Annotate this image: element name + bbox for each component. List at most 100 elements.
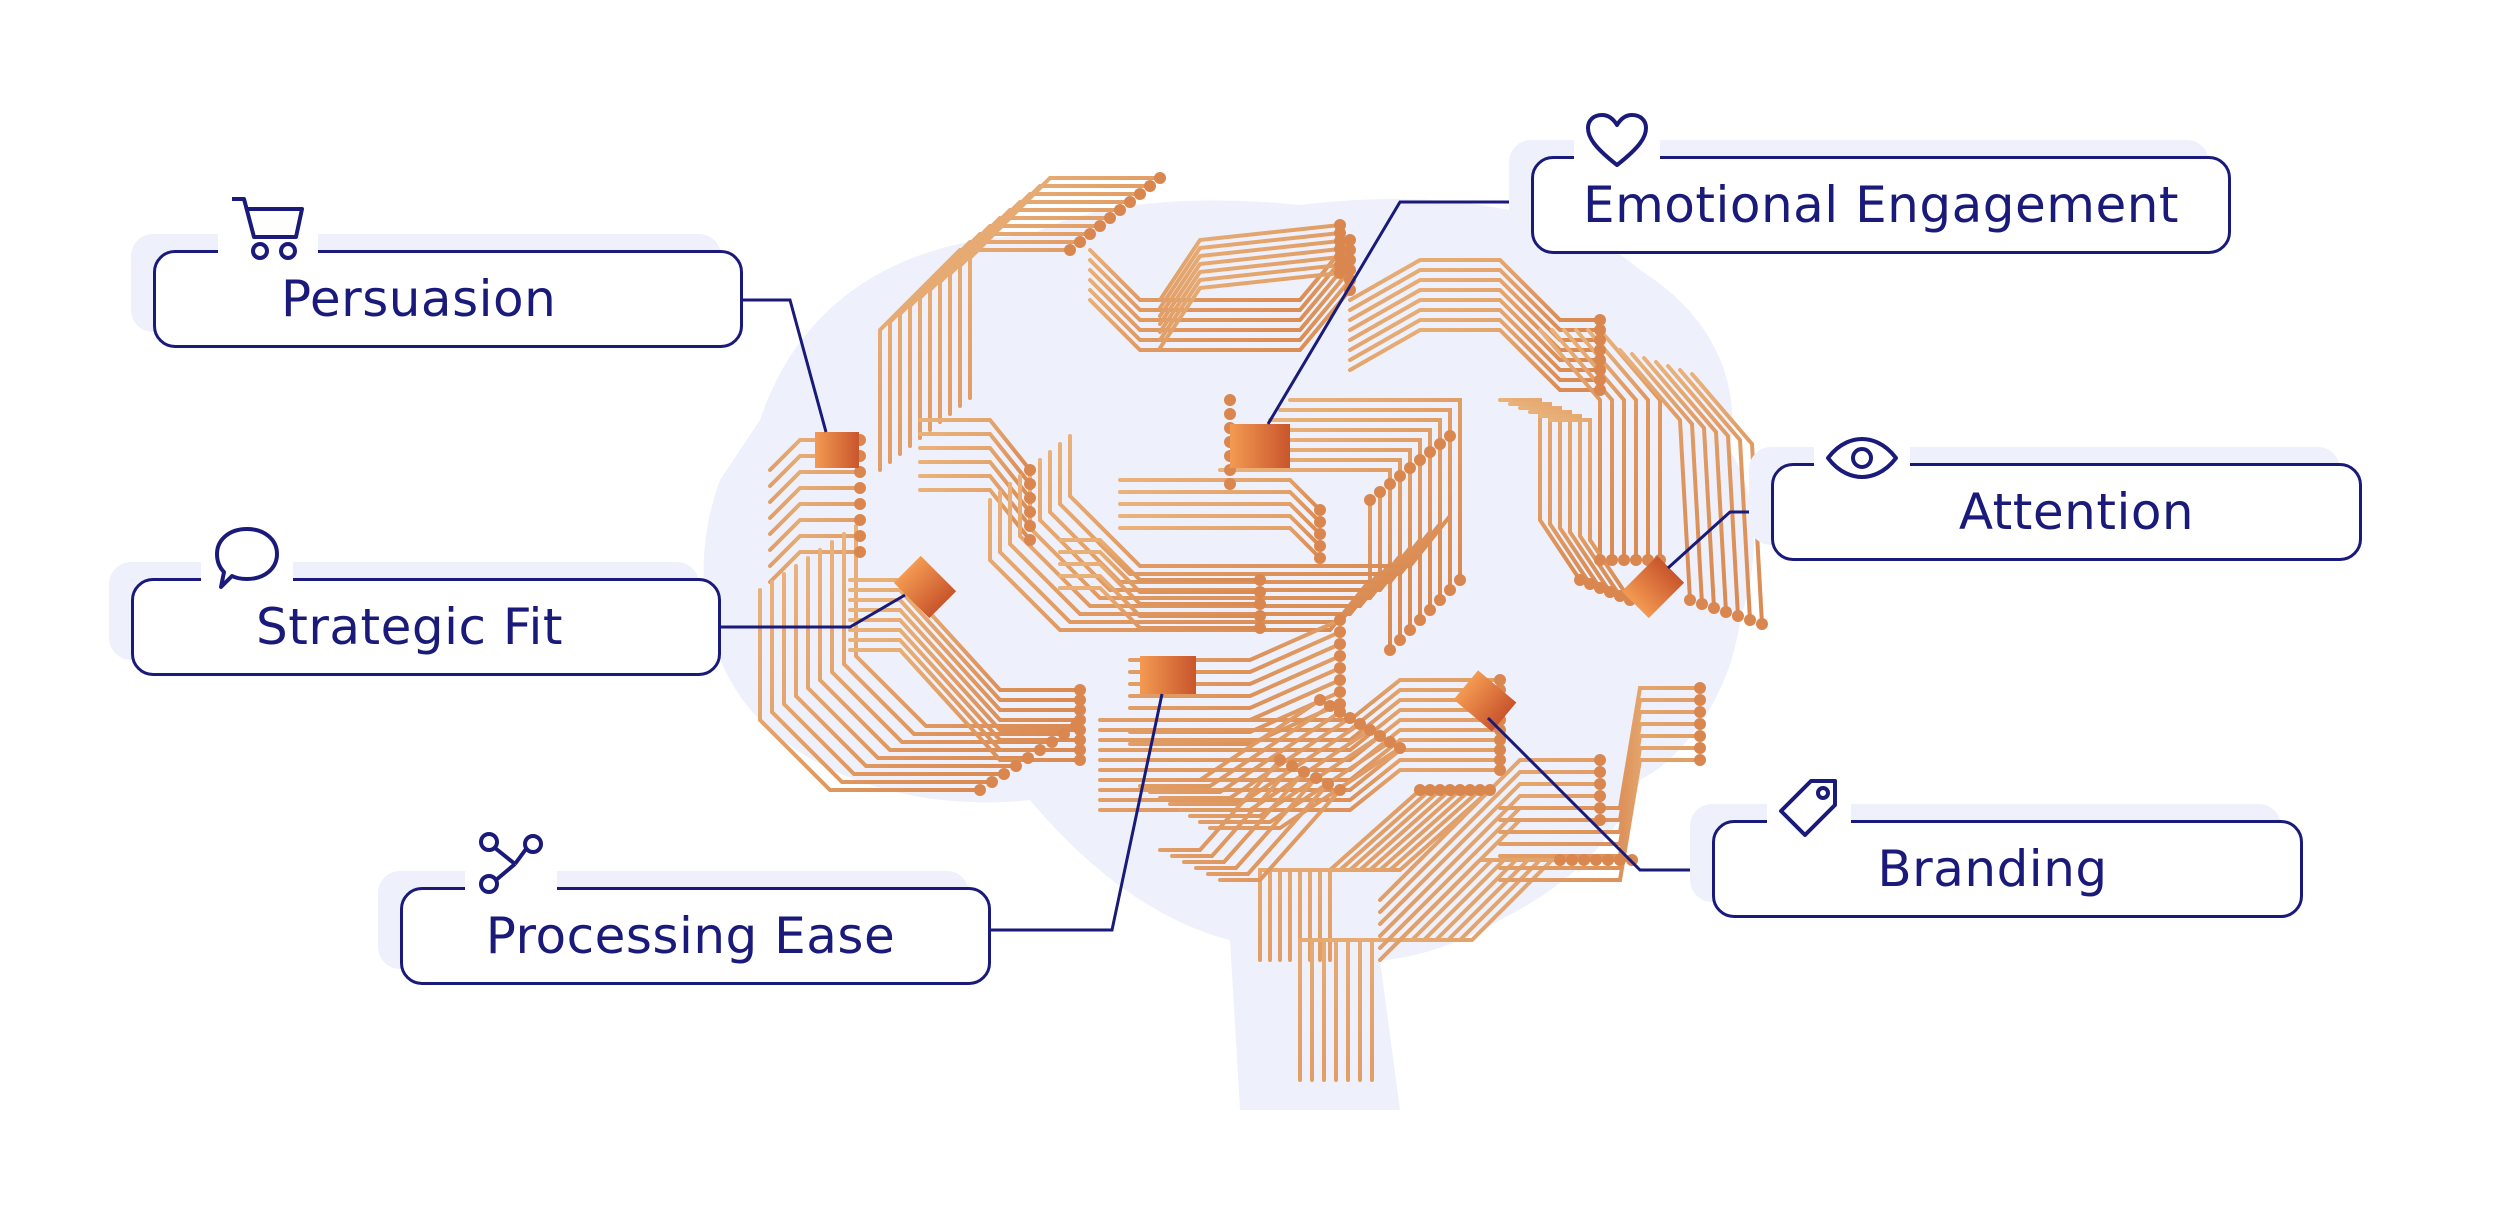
circuit-trace bbox=[1088, 248, 1352, 312]
persuasion-label-text: Persuasion bbox=[281, 270, 557, 328]
trace-pad bbox=[1614, 854, 1626, 866]
connector-line bbox=[743, 298, 828, 433]
trace-pad bbox=[1224, 408, 1236, 420]
trace-pad bbox=[854, 482, 866, 494]
circuit-trace bbox=[1378, 758, 1602, 902]
circuit-trace bbox=[1238, 448, 1412, 632]
trace-pad bbox=[1554, 854, 1566, 866]
trace-pad bbox=[1046, 736, 1058, 748]
trace-pad bbox=[1444, 430, 1456, 442]
circuit-trace bbox=[1088, 268, 1352, 332]
circuit-trace bbox=[1586, 328, 1650, 562]
persuasion-label: Persuasion bbox=[153, 193, 743, 348]
trace-pad bbox=[1590, 854, 1602, 866]
share-nodes-icon bbox=[465, 830, 557, 896]
circuit-trace bbox=[1098, 688, 1502, 732]
circuit-trace bbox=[848, 598, 1082, 712]
trace-pad bbox=[1114, 204, 1126, 216]
branding-label-text: Branding bbox=[1877, 840, 2108, 898]
circuit-pads bbox=[854, 172, 1768, 866]
circuit-trace bbox=[1690, 372, 1764, 626]
circuit-trace bbox=[1188, 734, 1382, 818]
circuit-trace bbox=[1182, 770, 1306, 864]
trace-pad bbox=[1134, 188, 1146, 200]
emotional-engagement-label-text: Emotional Engagement bbox=[1582, 176, 2179, 234]
circuit-trace bbox=[758, 588, 982, 792]
circuit-trace bbox=[848, 578, 1082, 692]
circuit-trace bbox=[1158, 231, 1342, 310]
trace-pad bbox=[1024, 478, 1036, 490]
circuit-trace bbox=[1118, 502, 1322, 536]
circuit-trace bbox=[1348, 328, 1602, 392]
circuit-trace bbox=[1118, 526, 1322, 560]
trace-pad bbox=[1334, 706, 1346, 718]
circuit-trace bbox=[1288, 398, 1462, 582]
trace-pad bbox=[1756, 618, 1768, 630]
circuit-trace bbox=[1348, 298, 1602, 362]
circuit-trace bbox=[1348, 288, 1602, 352]
trace-pad bbox=[1314, 552, 1326, 564]
circuit-trace bbox=[848, 588, 1082, 702]
circuit-trace bbox=[1268, 418, 1442, 602]
trace-pad bbox=[1474, 784, 1486, 796]
trace-pad bbox=[1314, 528, 1326, 540]
circuit-trace bbox=[768, 486, 862, 520]
trace-pad bbox=[854, 530, 866, 542]
circuit-trace bbox=[1138, 704, 1332, 788]
trace-pad bbox=[1074, 704, 1086, 716]
trace-pad bbox=[1414, 614, 1426, 626]
trace-pad bbox=[1364, 724, 1376, 736]
trace-pad bbox=[1394, 470, 1406, 482]
label-connector-lines bbox=[721, 200, 1771, 932]
trace-pad bbox=[1594, 754, 1606, 766]
trace-pad bbox=[1694, 730, 1706, 742]
trace-pad bbox=[1074, 714, 1086, 726]
trace-pad bbox=[1224, 394, 1236, 406]
trace-pad bbox=[1444, 584, 1456, 596]
trace-pad bbox=[1404, 624, 1416, 636]
circuit-trace bbox=[1088, 288, 1352, 352]
circuit-trace bbox=[1218, 468, 1392, 652]
trace-pad bbox=[1344, 264, 1356, 276]
trace-pad bbox=[1334, 650, 1346, 662]
circuit-chip bbox=[1140, 656, 1196, 694]
trace-pad bbox=[1334, 674, 1346, 686]
circuit-trace bbox=[1098, 678, 1502, 722]
circuit-trace bbox=[768, 550, 862, 584]
trace-pad bbox=[1494, 744, 1506, 756]
trace-pad bbox=[1594, 814, 1606, 826]
circuit-trace bbox=[1248, 438, 1422, 622]
trace-pad bbox=[1334, 784, 1346, 796]
circuit-trace bbox=[1158, 716, 1352, 800]
trace-pad bbox=[1594, 324, 1606, 336]
emotional-engagement-label: Emotional Engagement bbox=[1531, 111, 2231, 254]
trace-pad bbox=[1594, 354, 1606, 366]
trace-pad bbox=[1594, 554, 1606, 566]
circuit-trace bbox=[770, 580, 994, 784]
trace-pad bbox=[1344, 244, 1356, 256]
trace-pad bbox=[1084, 228, 1096, 240]
trace-pad bbox=[1594, 344, 1606, 356]
circuit-trace bbox=[1528, 410, 1612, 594]
circuit-trace bbox=[1158, 247, 1342, 326]
circuit-trace bbox=[998, 490, 1382, 624]
heart-icon bbox=[1574, 111, 1660, 169]
trace-pad bbox=[1324, 700, 1336, 712]
trace-pad bbox=[1022, 752, 1034, 764]
trace-pad bbox=[1074, 754, 1086, 766]
circuit-trace bbox=[1128, 698, 1322, 782]
trace-pad bbox=[1154, 172, 1166, 184]
connector-line bbox=[1486, 716, 1712, 872]
attention-label-text: Attention bbox=[1958, 483, 2195, 541]
trace-pad bbox=[1414, 454, 1426, 466]
circuit-chip bbox=[1621, 555, 1685, 619]
trace-pad bbox=[1594, 384, 1606, 396]
trace-pad bbox=[1584, 578, 1596, 590]
circuit-trace bbox=[1098, 698, 1502, 742]
trace-pad bbox=[1708, 602, 1720, 614]
trace-pad bbox=[1464, 784, 1476, 796]
trace-pad bbox=[1574, 574, 1586, 586]
circuit-trace bbox=[1118, 490, 1322, 524]
trace-pad bbox=[1384, 478, 1396, 490]
